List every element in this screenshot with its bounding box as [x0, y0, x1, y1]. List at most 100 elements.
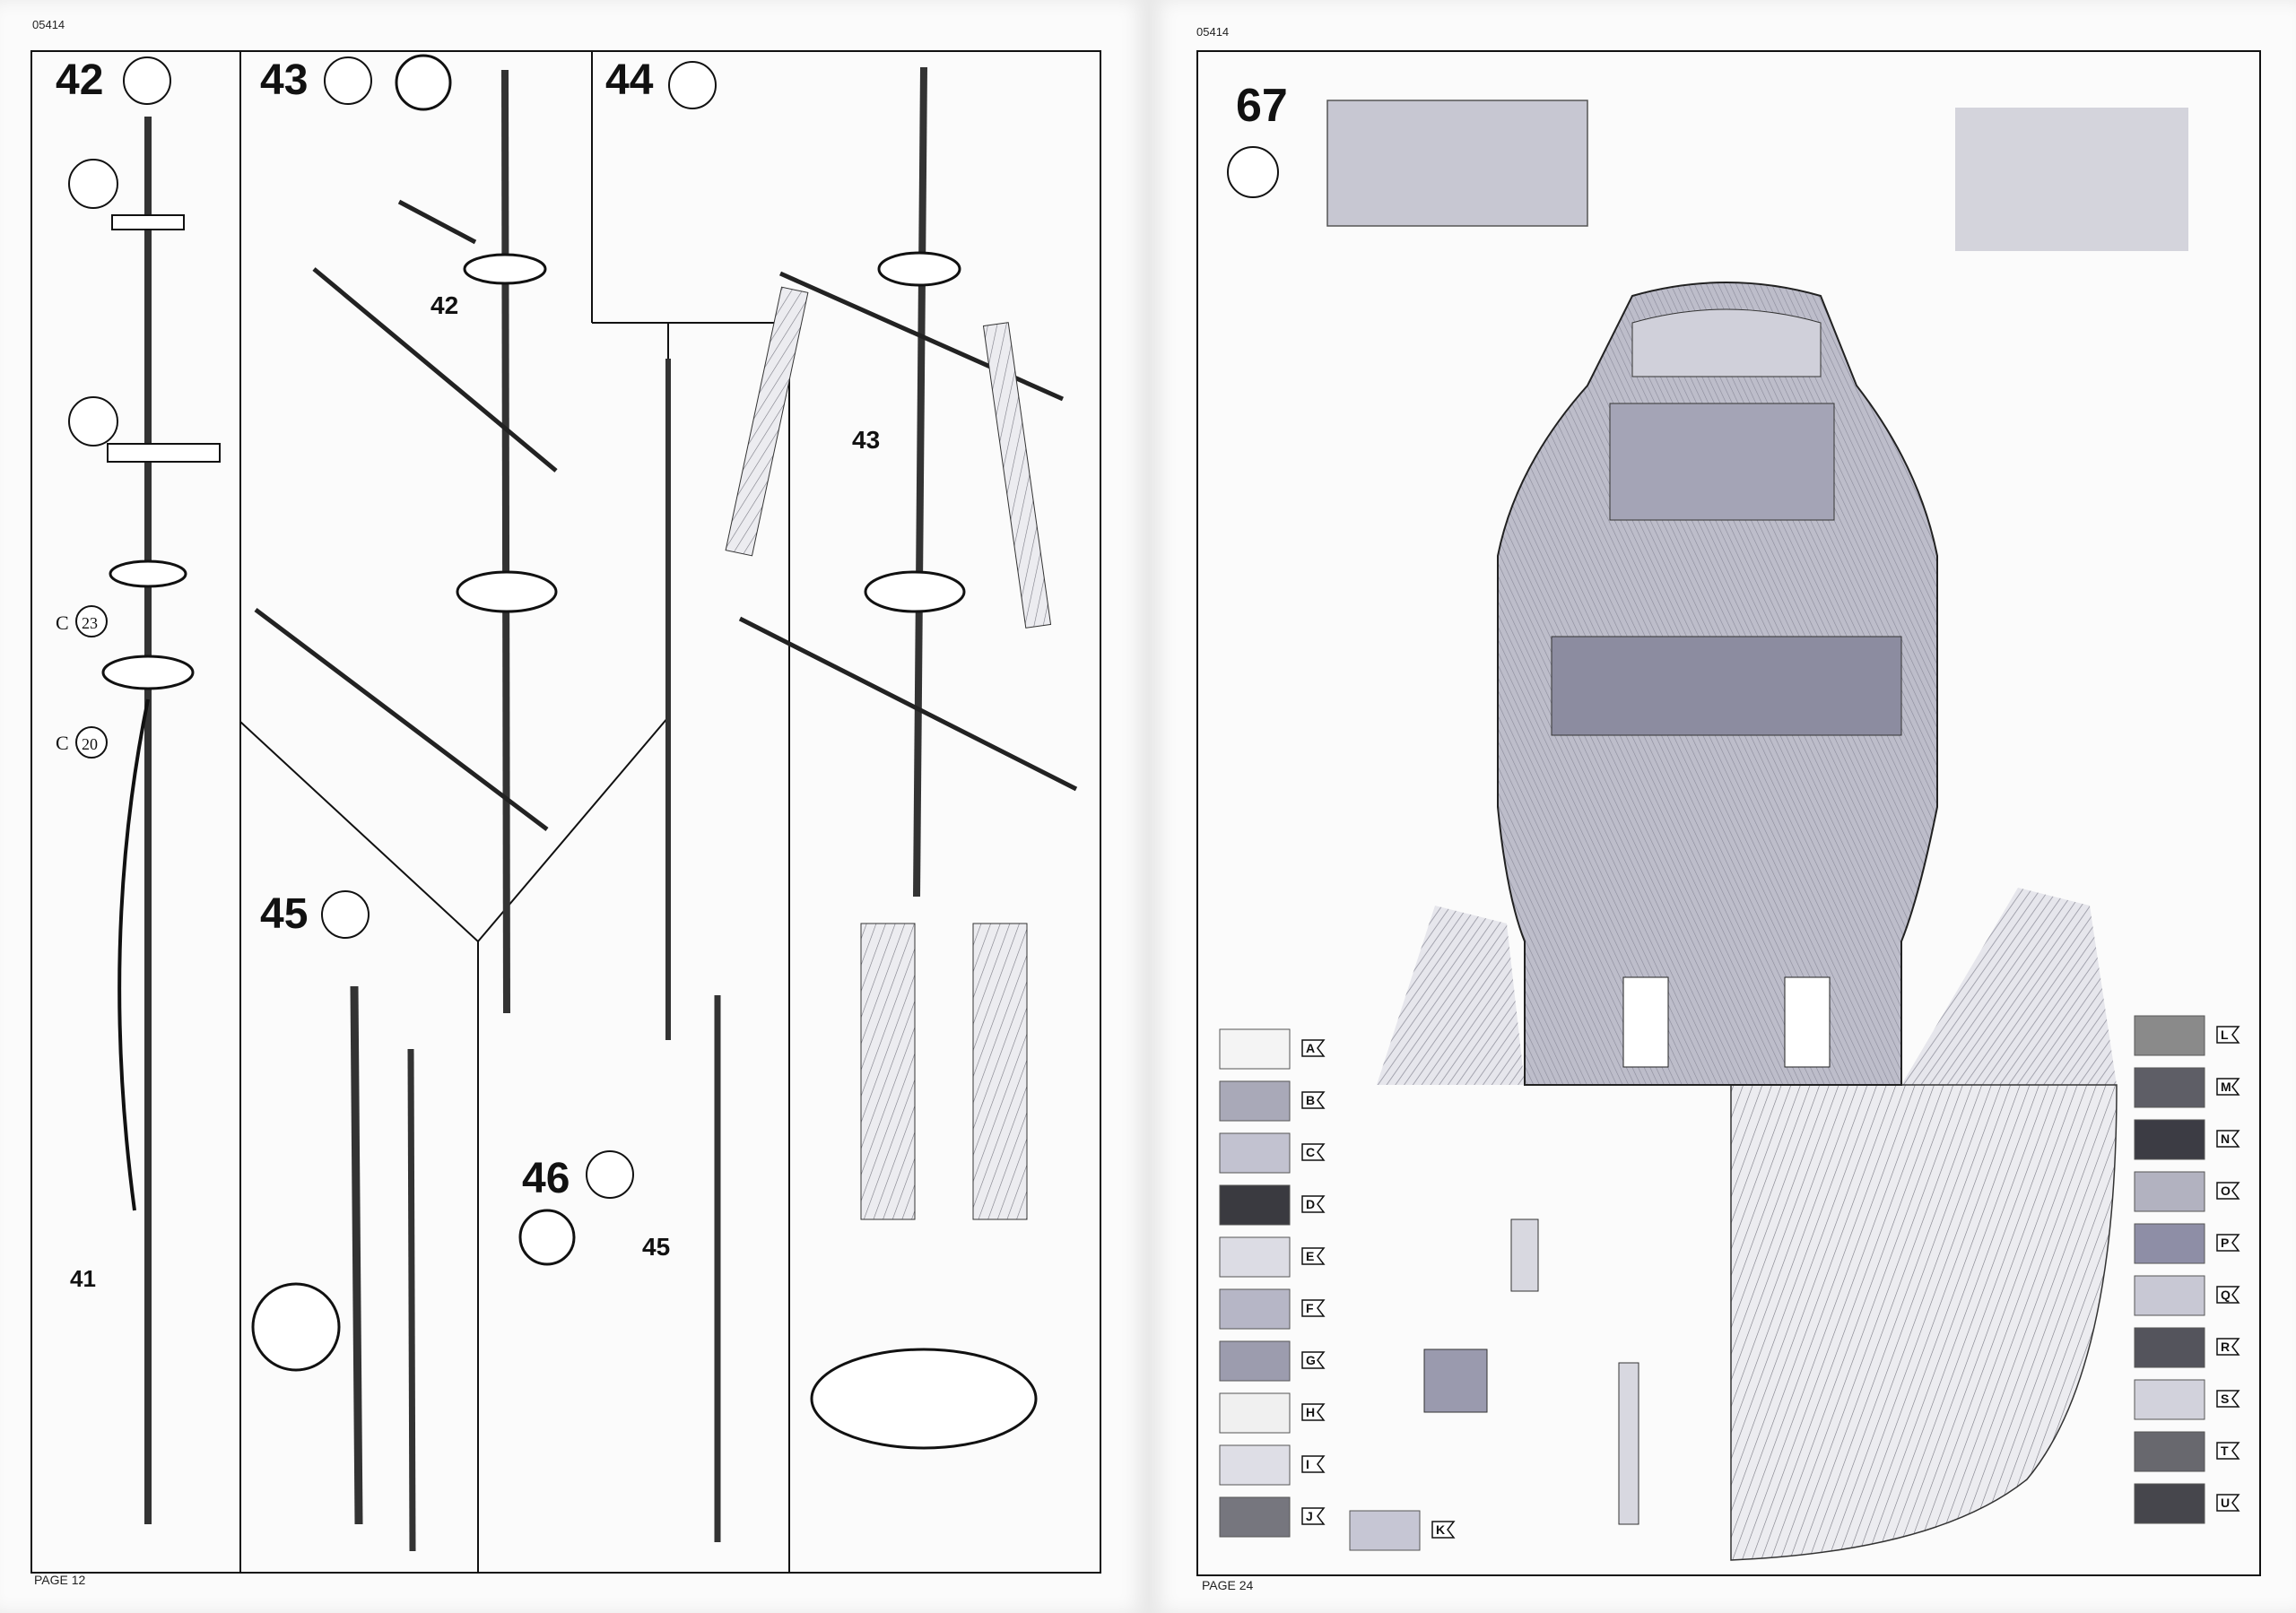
color-swatch-r [2134, 1327, 2205, 1368]
right-page-number: PAGE 24 [1202, 1578, 1254, 1592]
color-swatch-u [2134, 1483, 2205, 1524]
detail-magnifier [251, 1282, 341, 1372]
color-swatch-n [2134, 1119, 2205, 1160]
crows-nest [877, 251, 961, 287]
mast-mid-platform [107, 443, 221, 463]
color-key-j-letter: J [1306, 1509, 1313, 1523]
part-20-label: 20 [82, 735, 98, 753]
mast-42 [501, 69, 510, 1014]
step-46-number: 46 [522, 1155, 570, 1202]
glue-icon [668, 61, 717, 109]
color-key-o-flag [2216, 1182, 2240, 1200]
color-swatch-o [2134, 1171, 2205, 1212]
step-45-number: 45 [260, 890, 308, 938]
part-41-label: 41 [70, 1265, 96, 1292]
color-swatch-q [2134, 1275, 2205, 1316]
assembly-arrow [117, 698, 150, 1211]
color-swatch-f [1219, 1288, 1291, 1330]
paintbrush-icon [1227, 146, 1279, 198]
step-44: 44 43 45 [605, 56, 1078, 1542]
glue-icon [321, 890, 370, 939]
clock-icon [395, 54, 452, 111]
color-swatch-b [1219, 1080, 1291, 1122]
left-page-code: 05414 [32, 18, 65, 31]
color-swatch-d [1219, 1184, 1291, 1226]
color-key-c-flag [1301, 1143, 1326, 1161]
color-key-k-flag [1431, 1521, 1456, 1539]
color-key-d-flag [1301, 1195, 1326, 1213]
yard-26 [254, 608, 549, 831]
color-key-j-flag [1301, 1507, 1326, 1525]
step-67-number: 67 [1236, 80, 1288, 132]
color-swatch-t [2134, 1431, 2205, 1472]
color-key-g-flag [1301, 1351, 1326, 1369]
color-key-b-flag [1301, 1091, 1326, 1109]
stern-carving-detail [1326, 100, 1588, 227]
step-44-number: 44 [605, 56, 654, 104]
color-key-u-letter: U [2221, 1496, 2230, 1510]
crows-nest [456, 570, 558, 613]
color-key-p-flag [2216, 1234, 2240, 1252]
part-42-label: 42 [430, 291, 458, 319]
color-key-q-letter: Q [2221, 1288, 2231, 1302]
color-key-a-flag [1301, 1039, 1326, 1057]
color-key-c-letter: C [1306, 1145, 1315, 1159]
color-swatch-g [1219, 1340, 1291, 1382]
color-key-l-flag [2216, 1026, 2240, 1044]
color-swatch-s [2134, 1379, 2205, 1420]
rudder-hull [1730, 1084, 2118, 1561]
stern-port-right [1784, 976, 1831, 1068]
color-swatch-i [1219, 1444, 1291, 1486]
color-key-p-letter: P [2221, 1236, 2229, 1250]
color-key-t-flag [2216, 1442, 2240, 1460]
color-swatch-h [1219, 1392, 1291, 1434]
clock-icon [518, 1209, 576, 1266]
stern-crest-panel [1609, 403, 1835, 521]
color-key-right: L M N O P Q R S T U [2134, 1015, 2240, 1524]
color-key-s-letter: S [2221, 1392, 2229, 1406]
color-key-m-letter: M [2221, 1080, 2231, 1094]
sail-silhouette [1901, 888, 2117, 1085]
shroud-22 [725, 286, 809, 557]
glue-icon [123, 56, 171, 105]
mast-part-67 [350, 985, 363, 1525]
ratlines [972, 923, 1028, 1220]
crows-nest-20 [101, 655, 195, 690]
step-43-number: 43 [260, 56, 308, 104]
color-key-t-letter: T [2221, 1444, 2229, 1458]
figurine-detail [1510, 1218, 1539, 1292]
color-key-n-letter: N [2221, 1132, 2230, 1146]
part-c-label: C [56, 611, 69, 634]
part-43-label: 43 [852, 426, 880, 454]
yard-28 [397, 199, 477, 245]
stern-port-left [1622, 976, 1669, 1068]
mast-top-platform [111, 214, 185, 230]
color-key-h-flag [1301, 1403, 1326, 1421]
yard-27 [312, 267, 558, 473]
asterisk-icon [68, 159, 118, 209]
right-page-code: 05414 [1196, 25, 1230, 39]
part-c-label: C [56, 732, 69, 754]
crows-nest [864, 570, 966, 613]
crest-detail [1423, 1349, 1488, 1413]
color-key-o-letter: O [2221, 1184, 2231, 1198]
color-key-r-letter: R [2221, 1340, 2230, 1354]
step-43: 43 42 [254, 54, 558, 1014]
part-number-circle [75, 605, 108, 637]
stern-crown [1631, 308, 1822, 377]
part-number-circle [75, 726, 108, 759]
color-key-l-letter: L [2221, 1028, 2229, 1042]
asterisk-icon [68, 396, 118, 447]
glue-icon [586, 1150, 634, 1199]
color-key-e-flag [1301, 1247, 1326, 1265]
step-46: 46 [518, 1150, 634, 1266]
royal-arms-detail [1955, 108, 2188, 251]
mast-part [407, 1048, 416, 1552]
part-45-label: 45 [642, 1233, 670, 1261]
color-key-e-letter: E [1306, 1249, 1314, 1263]
color-key-i-flag [1301, 1455, 1326, 1473]
color-swatch-m [2134, 1067, 2205, 1108]
glue-icon [324, 56, 372, 105]
color-swatch-a [1219, 1028, 1291, 1070]
